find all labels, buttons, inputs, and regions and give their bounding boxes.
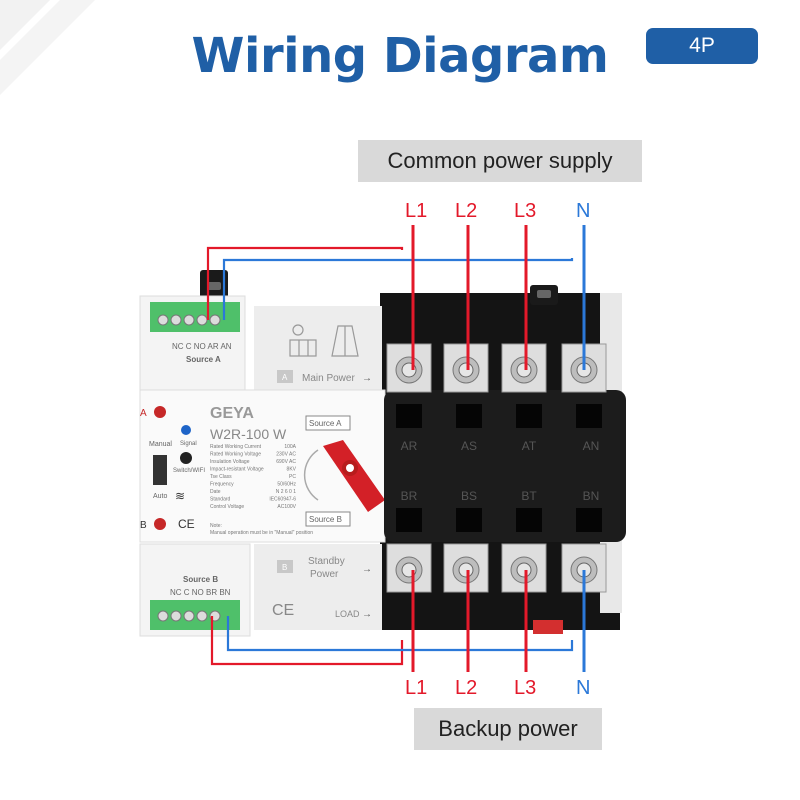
spec-value: 8KV xyxy=(287,467,297,473)
phase-label-lower: BN xyxy=(583,489,600,503)
terminal-screw xyxy=(501,343,547,393)
spec-label: Rated Working Voltage xyxy=(210,452,261,458)
terminal-screws xyxy=(386,343,607,593)
terminal-screw xyxy=(386,543,432,593)
source-a-text: Source A xyxy=(186,355,221,364)
spec-label: Impact-resistant Voltage xyxy=(210,467,264,473)
spec-value: IEC60947-6 xyxy=(269,497,296,503)
ce-mark-bottom: CE xyxy=(272,602,294,619)
note-text: Manual operation must be in "Manual" pos… xyxy=(210,530,313,536)
main-power-text: Main Power xyxy=(302,373,355,384)
switch-wifi-button[interactable] xyxy=(180,452,192,464)
main-power-letter: A xyxy=(282,373,288,382)
source-a-tag: Source A xyxy=(309,419,342,428)
spec-label: Rated Working Current xyxy=(210,444,262,450)
spec-label: Standard xyxy=(210,497,231,503)
note-title: Note: xyxy=(210,523,222,529)
top-terminal-l2: L2 xyxy=(455,200,478,222)
brand-logo: GEYA xyxy=(210,405,254,422)
phase-label-upper: AN xyxy=(583,439,600,453)
auto-text: Auto xyxy=(153,493,168,500)
switch-wifi-text: Switch/WIFI xyxy=(173,468,205,474)
page-title: Wiring Diagram xyxy=(191,28,609,84)
spec-value: 690V AC xyxy=(276,459,296,465)
upper-phase-labels: AR AS AT AN xyxy=(401,439,600,453)
lower-phase-labels: BR BS BT BN xyxy=(401,489,600,503)
source-b-terminals-text: NC C NO BR BN xyxy=(170,588,231,597)
wifi-icon: ≋ xyxy=(175,489,185,503)
pole-badge: 4P xyxy=(646,28,758,64)
solar-panel-icon xyxy=(289,324,317,357)
bottom-terminal-l3: L3 xyxy=(514,677,537,699)
spec-label: Control Voltage xyxy=(210,504,244,510)
ce-mark-front: CE xyxy=(178,517,195,531)
spec-label: Date xyxy=(210,489,221,495)
bottom-terminal-l1: L1 xyxy=(405,677,428,699)
source-b-tag: Source B xyxy=(309,515,342,524)
standby-text-1: Standby xyxy=(308,556,345,567)
spec-value: 230V AC xyxy=(276,452,296,458)
phase-label-lower: BS xyxy=(461,489,477,503)
terminal-screw xyxy=(443,343,489,393)
manual-handle[interactable] xyxy=(323,440,385,512)
spec-value: PC xyxy=(289,474,296,480)
svg-text:→: → xyxy=(362,373,372,384)
spec-label: Frequency xyxy=(210,482,234,488)
phase-cover xyxy=(384,390,626,542)
indicator-a-text: A xyxy=(140,408,147,419)
terminal-screw xyxy=(386,343,432,393)
indicator-b-light xyxy=(154,518,166,530)
signal-led xyxy=(181,425,191,435)
model-text: W2R-100 W xyxy=(210,426,287,442)
source-a-terminals-text: NC C NO AR AN xyxy=(172,342,232,351)
standby-letter: B xyxy=(282,563,287,572)
signal-text: Signal xyxy=(180,441,197,447)
spec-label: Insulation Voltage xyxy=(210,459,250,465)
top-terminal-n: N xyxy=(576,200,591,222)
indicator-a-light xyxy=(154,406,166,418)
backup-power-label: Backup power xyxy=(414,708,602,750)
bottom-terminal-n: N xyxy=(576,677,591,699)
manual-auto-switch[interactable] xyxy=(153,455,167,485)
bottom-terminal-l2: L2 xyxy=(455,677,478,699)
spec-label: Tse Class xyxy=(210,474,232,480)
indicator-b-text: B xyxy=(140,520,147,531)
spec-value: N 2 6 0 1 xyxy=(276,489,297,495)
top-terminal-l3: L3 xyxy=(514,200,537,222)
phase-label-lower: BR xyxy=(401,489,418,503)
spec-value: 50/60Hz xyxy=(277,482,296,488)
wire-bn-signal xyxy=(226,616,574,652)
wire-an-signal xyxy=(222,258,574,320)
manual-text: Manual xyxy=(149,441,172,448)
phase-label-upper: AS xyxy=(461,439,477,453)
wire-br-signal xyxy=(210,616,404,666)
svg-text:→: → xyxy=(362,564,372,575)
standby-text-2: Power xyxy=(310,569,339,580)
wire-ar-signal xyxy=(206,246,404,320)
phase-label-upper: AT xyxy=(522,439,537,453)
phase-label-upper: AR xyxy=(401,439,418,453)
source-b-text: Source B xyxy=(183,575,218,584)
load-text: LOAD xyxy=(335,609,360,619)
spec-value: 100A xyxy=(284,444,296,450)
common-power-supply-label: Common power supply xyxy=(358,140,642,182)
spec-value: AC100V xyxy=(277,504,296,510)
svg-text:→: → xyxy=(362,609,372,620)
phase-label-lower: BT xyxy=(521,489,537,503)
terminal-screw xyxy=(501,543,547,593)
terminal-screw xyxy=(561,543,607,593)
terminal-screw xyxy=(443,543,489,593)
top-terminal-l1: L1 xyxy=(405,200,428,222)
grid-tower-icon xyxy=(331,325,359,357)
